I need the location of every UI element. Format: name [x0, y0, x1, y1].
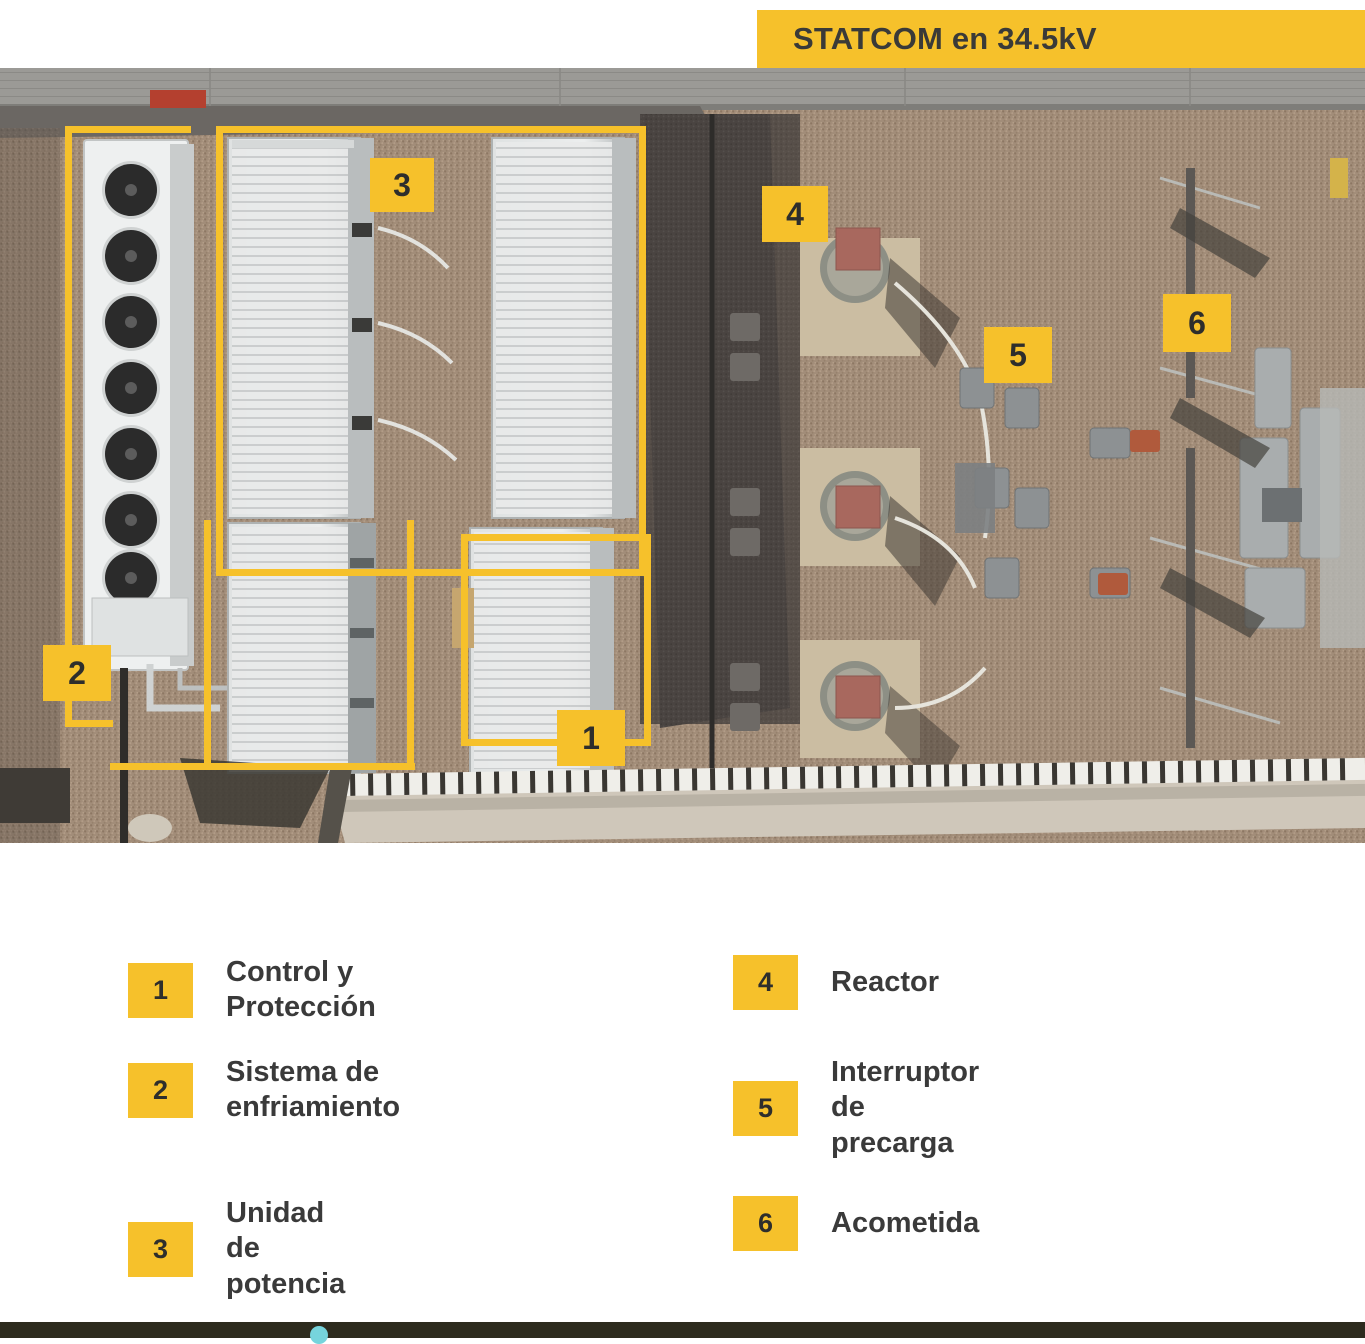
- callout-box-lower-left: [204, 520, 414, 770]
- photo-marker-1[interactable]: 1: [557, 710, 625, 766]
- legend: 1 Control y Protección 2 Sistema de enfr…: [0, 845, 1365, 1300]
- aerial-photo-graphic: [0, 68, 1365, 843]
- footer-accent-dot-icon: [310, 1326, 328, 1344]
- callout-line-2-horizontal: [65, 720, 113, 727]
- title-banner: STATCOM en 34.5kV: [757, 10, 1365, 68]
- photo-marker-4[interactable]: 4: [762, 186, 828, 242]
- legend-item-3[interactable]: 3 Unidad de potencia: [128, 1196, 345, 1302]
- photo-marker-4-label: 4: [786, 195, 804, 232]
- container-power-b: [491, 137, 636, 519]
- legend-badge-5-number: 5: [757, 1092, 774, 1123]
- legend-item-1[interactable]: 1 Control y Protección: [128, 955, 376, 1026]
- legend-item-5[interactable]: 5 Interruptor de precarga: [733, 1055, 979, 1161]
- callout-line-lower-left: [110, 763, 415, 770]
- legend-label-2: Sistema de enfriamiento: [226, 1056, 401, 1124]
- aerial-photo: [0, 68, 1365, 843]
- callout-box-1: [461, 534, 651, 746]
- legend-badge-4: 4: [733, 955, 798, 1010]
- perimeter-fence: [318, 757, 1365, 843]
- reactor-units: [800, 227, 960, 788]
- photo-marker-2-label: 2: [68, 654, 86, 691]
- legend-badge-3: 3: [128, 1221, 193, 1277]
- callout-box-3: [216, 126, 646, 576]
- legend-badge-1: 1: [128, 962, 193, 1018]
- callout-box-2: [65, 126, 191, 726]
- legend-badge-3-number: 3: [152, 1233, 169, 1264]
- cooling-unit: [83, 139, 330, 712]
- photo-marker-2[interactable]: 2: [43, 645, 111, 701]
- legend-badge-1-number: 1: [152, 974, 169, 1005]
- legend-badge-6-number: 6: [757, 1208, 774, 1238]
- container-lower-left: [227, 522, 376, 774]
- photo-marker-5-label: 5: [1009, 336, 1027, 373]
- substation-incoming: [1149, 158, 1365, 748]
- photo-marker-3[interactable]: 3: [370, 158, 434, 212]
- legend-badge-2-number: 2: [152, 1074, 169, 1105]
- page-title: STATCOM en 34.5kV: [793, 21, 1097, 56]
- legend-badge-5: 5: [733, 1080, 798, 1136]
- legend-item-2[interactable]: 2 Sistema de enfriamiento: [128, 1055, 400, 1126]
- legend-badge-2: 2: [128, 1062, 193, 1118]
- legend-badge-6: 6: [733, 1196, 798, 1251]
- legend-label-6: Acometida: [831, 1206, 980, 1239]
- photo-marker-6-label: 6: [1188, 304, 1206, 341]
- legend-item-4[interactable]: 4 Reactor: [733, 955, 939, 1010]
- legend-label-1: Control y Protección: [226, 956, 376, 1024]
- photo-marker-1-label: 1: [582, 719, 600, 756]
- legend-badge-4-number: 4: [757, 967, 774, 997]
- photo-marker-5[interactable]: 5: [984, 327, 1052, 383]
- legend-label-3: Unidad de potencia: [226, 1197, 346, 1300]
- photo-marker-6[interactable]: 6: [1163, 294, 1231, 352]
- legend-item-6[interactable]: 6 Acometida: [733, 1196, 979, 1251]
- footer-bar: [0, 1322, 1365, 1338]
- legend-label-5: Interruptor de precarga: [831, 1056, 980, 1159]
- photo-marker-3-label: 3: [393, 166, 411, 203]
- container-power-a: [227, 137, 374, 519]
- legend-label-4: Reactor: [831, 965, 939, 998]
